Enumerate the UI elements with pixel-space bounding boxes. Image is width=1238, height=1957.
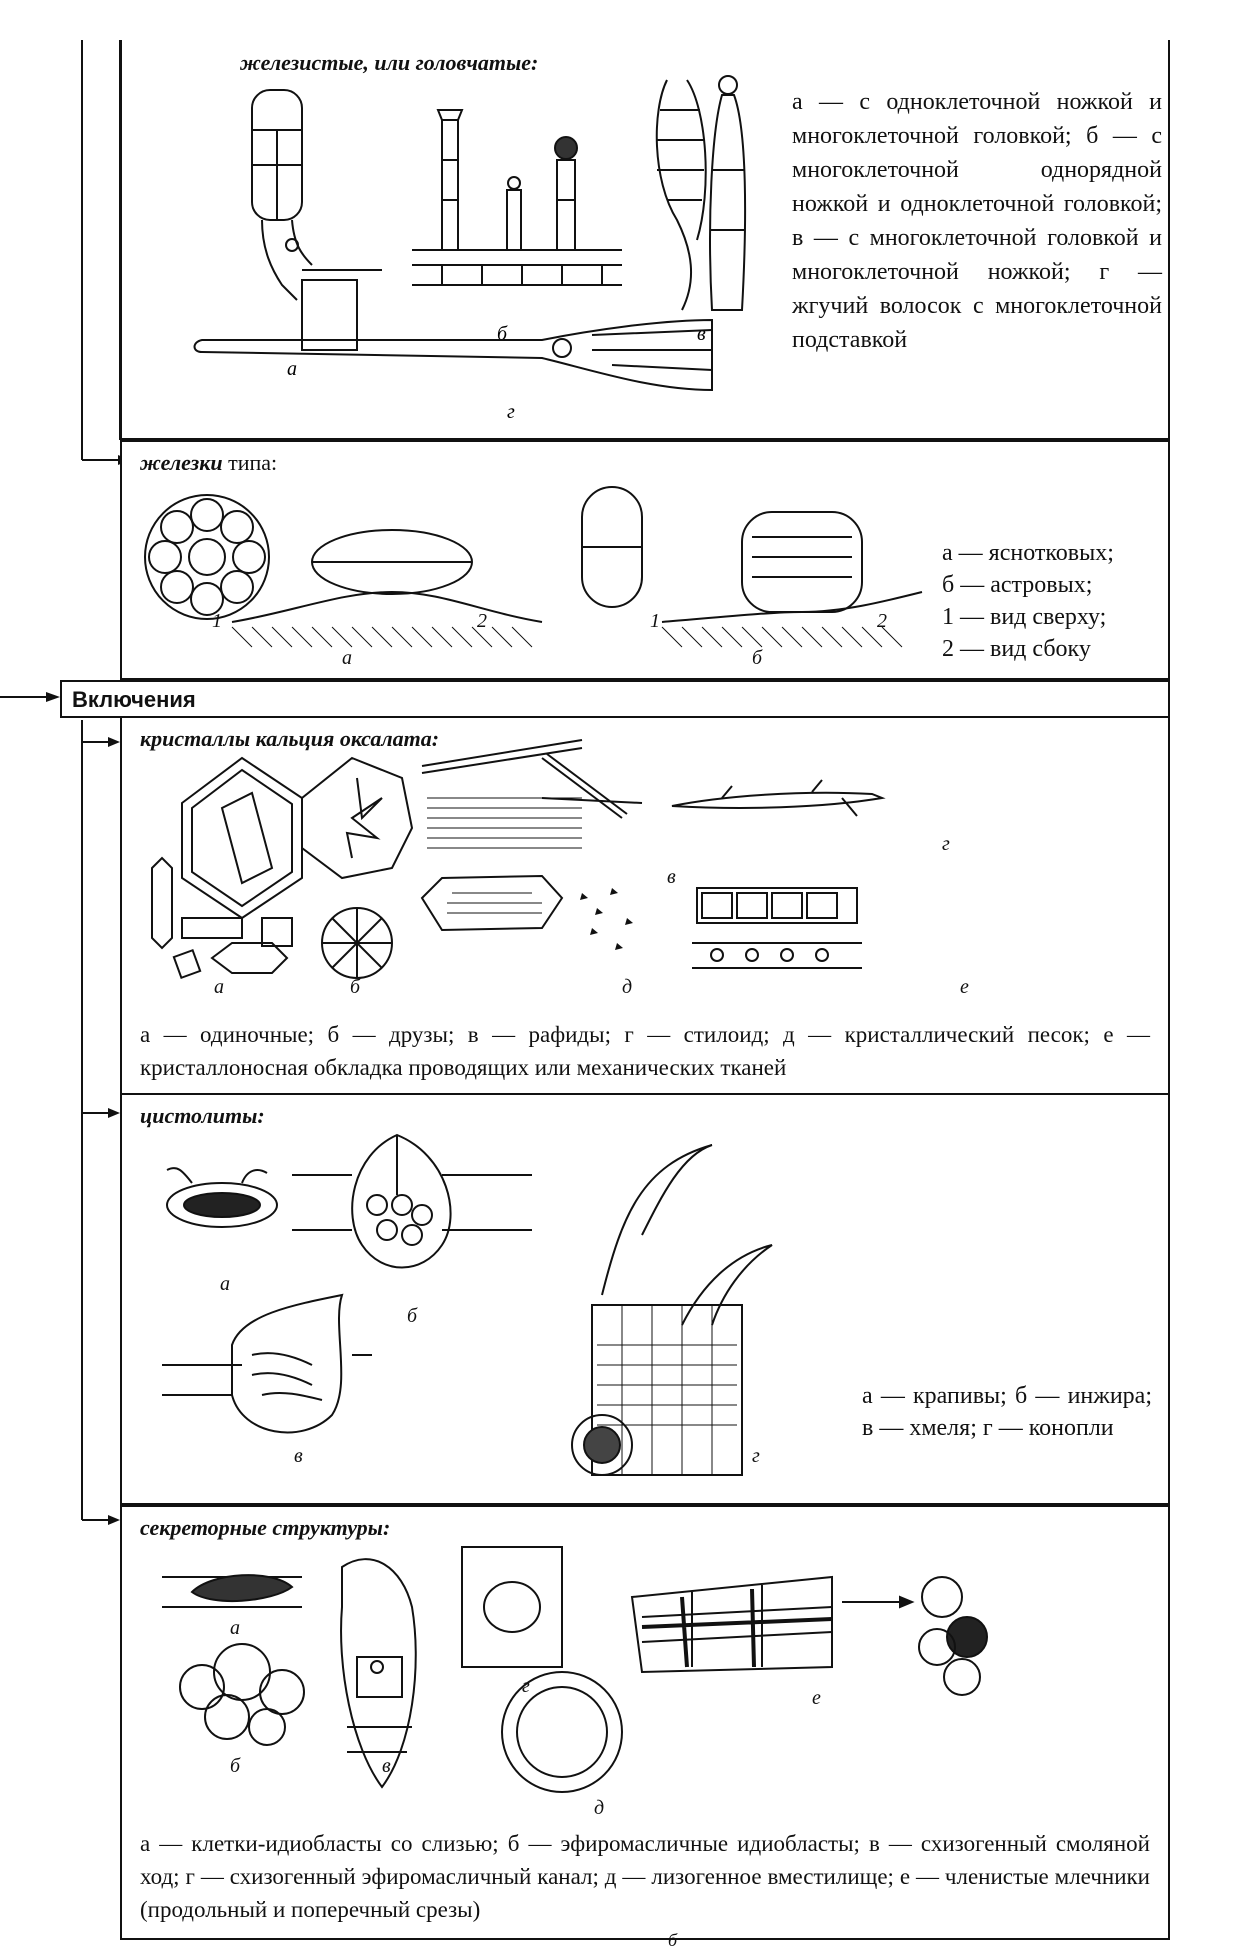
glands-legend-line: а — яснотковых; xyxy=(942,540,1114,566)
cystoliths-heading: цистолиты: xyxy=(140,1103,265,1128)
inclusions-title: Включения xyxy=(72,687,196,712)
glands-legend: а — яснотковых; б — астровых; 1 — вид св… xyxy=(942,537,1162,665)
crystals-heading: кристаллы кальция оксалата: xyxy=(140,726,440,751)
crystals-label-d: д xyxy=(622,976,633,998)
secretory-label-a: а xyxy=(230,1617,240,1639)
secretory-label-d: д xyxy=(594,1797,605,1819)
crystals-caption: а — одиночные; б — друзы; в — рафиды; г … xyxy=(140,1022,1150,1080)
crystals-label-e: е xyxy=(960,976,969,998)
crystals-label-g: г xyxy=(942,833,950,855)
glands-heading-bold: железки xyxy=(140,450,223,475)
glandular-legend: а — с одноклеточной ножкой и многоклеточ… xyxy=(792,89,1162,353)
glands-label-2a: 2 xyxy=(477,610,487,632)
crystals-label-b: б xyxy=(350,976,361,998)
glands-heading: железки типа: xyxy=(140,450,277,476)
crystals-panel: кристаллы кальция оксалата: xyxy=(120,718,1170,1095)
glandular-hairs-panel: железистые, или головчатые: а б xyxy=(120,40,1170,440)
crystal-figures xyxy=(151,739,886,980)
cystoliths-label-b: б xyxy=(407,1305,418,1327)
glands-label-1b: 1 xyxy=(650,610,660,632)
glands-label-1a: 1 xyxy=(212,610,222,632)
glandular-label-v: в xyxy=(697,323,706,345)
glands-heading-plain: типа: xyxy=(228,450,278,475)
cystolith-figures xyxy=(162,1133,773,1476)
glands-legend-line: 2 — вид сбоку xyxy=(942,636,1091,662)
inclusions-band: Включения xyxy=(60,680,1170,718)
secretory-label-b: б xyxy=(230,1755,241,1777)
glands-label-b: б xyxy=(752,647,763,669)
cystoliths-label-g: г xyxy=(752,1445,760,1467)
secretory-figures xyxy=(162,1546,988,1793)
secretory-label-v: в xyxy=(382,1755,391,1777)
glands-legend-line: б — астровых; xyxy=(942,572,1093,598)
glands-label-2b: 2 xyxy=(877,610,887,632)
footer-mark: б xyxy=(668,1930,678,1950)
secretory-panel: секреторные структуры: а б в г д е а — к… xyxy=(120,1505,1170,1940)
cystoliths-label-v: в xyxy=(294,1445,303,1467)
cystoliths-legend: а — крапивы; б — инжира; в — хмеля; г — … xyxy=(862,1383,1152,1441)
glandular-label-a: а xyxy=(287,358,297,380)
glandular-label-b: б xyxy=(497,323,508,345)
glandular-heading: железистые, или головчатые: xyxy=(240,50,539,75)
crystals-label-a: а xyxy=(214,976,224,998)
cystoliths-label-a: а xyxy=(220,1273,230,1295)
glands-label-a: а xyxy=(342,647,352,669)
secretory-caption: а — клетки-идиобласты со слизью; б — эфи… xyxy=(140,1831,1150,1922)
cystoliths-panel: цистолиты: а б в г а — крапивы; б — инжи… xyxy=(120,1095,1170,1505)
crystals-label-v: в xyxy=(667,866,676,888)
glandular-figures: а б в г xyxy=(193,75,747,423)
secretory-heading: секреторные структуры: xyxy=(140,1515,391,1540)
glands-legend-line: 1 — вид сверху; xyxy=(942,604,1107,630)
secretory-label-g: г xyxy=(522,1675,530,1697)
glands-panel: железки типа: 1 2 а 1 2 б а — яснотковых… xyxy=(120,440,1170,680)
gland-figures xyxy=(144,486,923,648)
secretory-label-e: е xyxy=(812,1687,821,1709)
glandular-label-g: г xyxy=(507,401,515,423)
